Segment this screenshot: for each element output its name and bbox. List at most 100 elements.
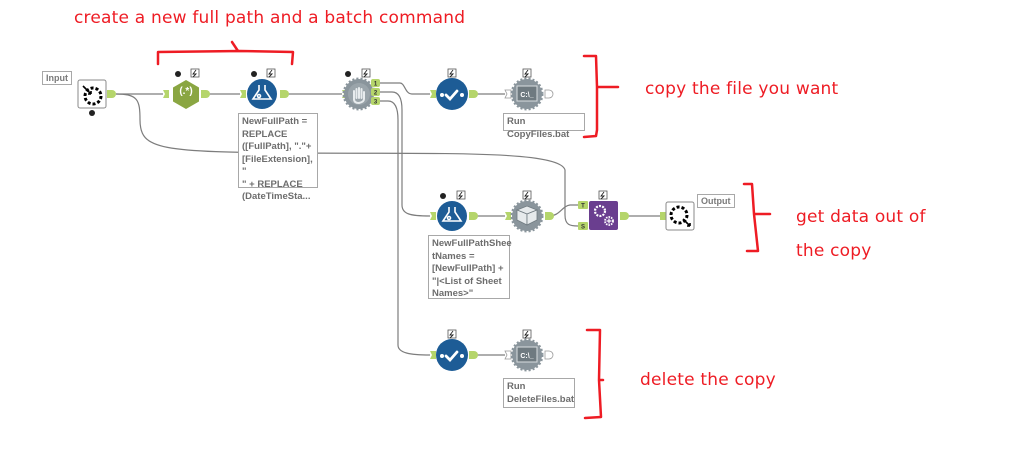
input-anchor[interactable] (240, 90, 246, 98)
lightning-icon (522, 190, 532, 200)
output-tag: Output (697, 194, 735, 208)
config-indicator-icon (175, 71, 181, 77)
annotation-copy: copy the file you want (645, 79, 839, 99)
annotation-top: create a new full path and a batch comma… (74, 8, 466, 28)
tool-parse-delete[interactable] (430, 329, 478, 371)
formula1-annotation: NewFullPath = REPLACE ([FullPath], "."+ … (238, 113, 318, 202)
annotation-get-data-1: get data out of (796, 207, 926, 227)
connection-anchor2-formula2 (378, 91, 431, 217)
annotation-line: Run (507, 381, 526, 392)
annotation-line: DeleteFiles.bat (507, 393, 575, 405)
tool-block-until-done[interactable]: 1 2 3 (342, 68, 380, 111)
lightning-icon (266, 68, 276, 78)
input-anchor[interactable] (430, 90, 436, 98)
output-anchor[interactable] (280, 90, 289, 98)
annotation-line: NewFullPathShee (432, 238, 512, 249)
lightning-icon (190, 68, 200, 78)
output-anchor[interactable] (544, 350, 554, 360)
regex-glyph: (.*) (179, 86, 193, 97)
output-anchor[interactable] (107, 90, 116, 98)
output-anchor[interactable] (620, 212, 629, 220)
input-anchor[interactable] (504, 89, 512, 99)
tool-batch-macro[interactable]: T S (578, 190, 629, 231)
annotation-line: NewFullPath = (242, 116, 308, 127)
connections (115, 82, 660, 356)
config-indicator-icon (345, 71, 351, 77)
bracket-top (156, 40, 295, 66)
run-delete-annotation: Run DeleteFiles.bat (503, 378, 575, 408)
output-anchor-1[interactable] (371, 79, 380, 87)
regex-icon (173, 80, 199, 109)
input-anchor[interactable] (660, 212, 666, 220)
annotation-line: tNames = (432, 250, 475, 262)
anchor-label-1: 1 (374, 82, 378, 88)
output-anchor[interactable] (469, 90, 478, 98)
tool-run-command-delete[interactable]: C:\_ (504, 329, 554, 372)
annotation-line: "|<List of Sheet (432, 275, 502, 287)
config-indicator-icon (440, 193, 446, 199)
red-brackets (156, 40, 772, 420)
run-copy-annotation: Run CopyFiles.bat (503, 113, 585, 140)
annotation-line: Names>" (432, 288, 474, 299)
output-icon (669, 205, 691, 227)
checkmark-parse-icon (440, 350, 464, 363)
output-anchor-3[interactable] (371, 97, 380, 105)
input-anchor-t[interactable] (578, 201, 588, 209)
connection-input-macro-s (115, 93, 579, 227)
tool-output[interactable] (660, 201, 695, 231)
input-anchor[interactable] (504, 350, 512, 360)
input-anchor-s[interactable] (578, 222, 588, 230)
annotation-line: ([FullPath], "."+ (242, 141, 312, 152)
tool-run-command-copy[interactable]: C:\_ (504, 68, 554, 111)
annotation-line: [FileExtension], " (242, 153, 313, 178)
bracket-get-data (742, 182, 772, 253)
lightning-icon (598, 190, 608, 200)
input-anchor[interactable] (430, 351, 436, 359)
input-anchor[interactable] (505, 212, 511, 220)
formula2-annotation: NewFullPathShee tNames = [NewFullPath] +… (428, 235, 512, 299)
run-command-icon (516, 85, 538, 102)
tool-directory-input[interactable] (77, 79, 116, 116)
anchor-label-3: 3 (374, 100, 378, 106)
annotation-line: REPLACE (242, 128, 288, 140)
tool-parse-copy[interactable] (430, 68, 478, 110)
config-indicator-icon (251, 71, 257, 77)
bracket-copy (582, 54, 620, 139)
tool-regex[interactable] (163, 68, 210, 109)
output-anchor-2[interactable] (371, 88, 380, 96)
lightning-icon (522, 329, 532, 339)
lightning-icon (447, 68, 457, 78)
tool-formula-1[interactable] (240, 68, 289, 109)
tool-dynamic-input[interactable] (505, 190, 554, 233)
output-anchor[interactable] (469, 212, 478, 220)
directory-input-icon (82, 85, 103, 106)
formula-flask-icon (251, 85, 273, 100)
formula-flask-icon (441, 207, 463, 222)
bracket-delete (583, 328, 605, 420)
block-until-done-hand-icon (353, 87, 365, 105)
lightning-icon (447, 329, 457, 339)
run-command-icon (516, 346, 538, 363)
annotation-line: [NewFullPath] + (432, 263, 504, 274)
run-command-glyph: C:\_ (520, 353, 533, 360)
config-indicator-icon (89, 110, 95, 116)
input-anchor[interactable] (430, 212, 436, 220)
output-anchor[interactable] (545, 212, 554, 220)
output-anchor[interactable] (469, 351, 478, 359)
output-anchor[interactable] (544, 89, 554, 99)
batch-macro-gears-icon (593, 204, 614, 226)
dynamic-input-book-icon (515, 205, 539, 226)
lightning-icon (456, 190, 466, 200)
checkmark-parse-icon (440, 89, 464, 102)
connection-anchor3-parse2 (378, 100, 431, 356)
annotation-line: (DateTimeSta... (242, 191, 311, 202)
annotation-get-data-2: the copy (796, 241, 872, 261)
tool-formula-2[interactable] (430, 190, 478, 231)
output-anchor[interactable] (201, 90, 210, 98)
input-anchor[interactable] (163, 90, 169, 98)
anchor-label-t: T (581, 204, 585, 210)
run-command-glyph: C:\_ (520, 92, 533, 99)
lightning-icon (522, 68, 532, 78)
lightning-icon (361, 68, 371, 78)
